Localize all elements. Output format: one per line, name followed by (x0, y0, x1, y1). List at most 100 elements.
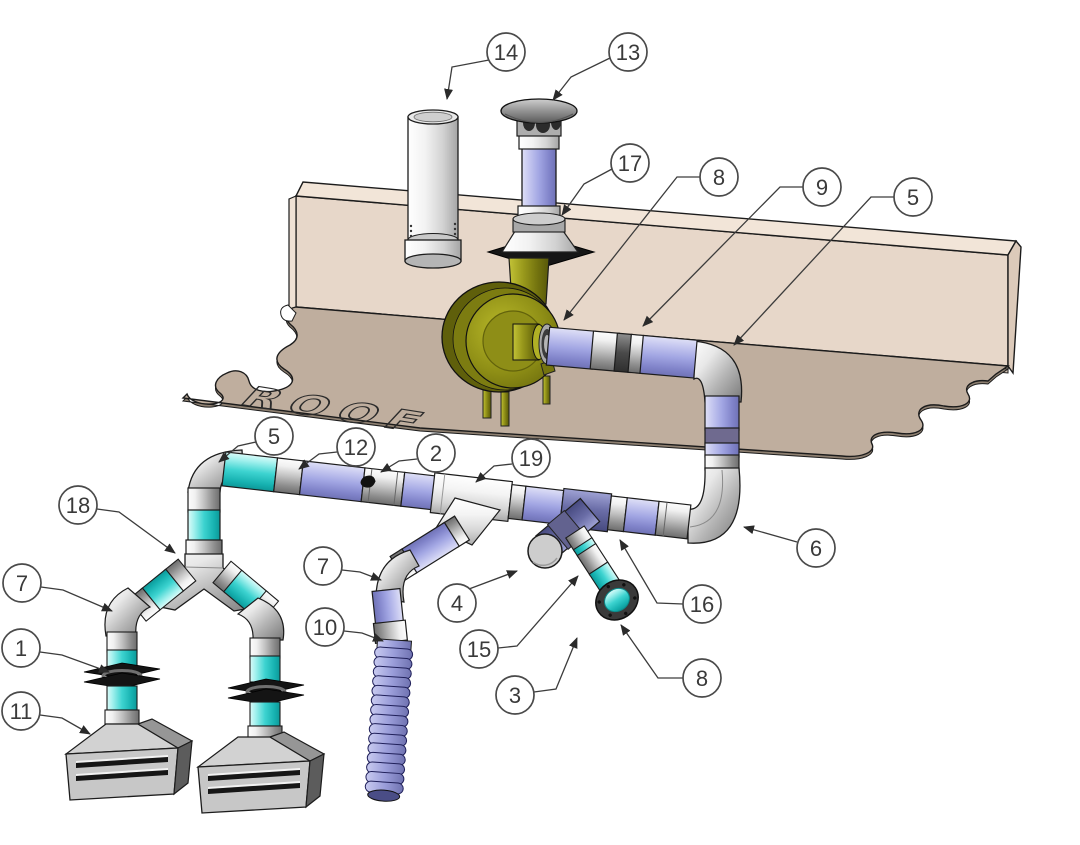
balloon-number: 5 (907, 185, 919, 210)
register-left (64, 718, 194, 801)
balloon-number: 4 (451, 591, 463, 616)
balloon-10: 10 (305, 607, 384, 647)
balloon-15: 15 (459, 575, 579, 669)
roof-plane: ROOF (181, 304, 1011, 460)
vent-pipe (404, 109, 462, 269)
balloon-circle (1, 628, 41, 668)
balloon-circle (608, 32, 648, 72)
leader-line (40, 586, 113, 612)
balloon-number: 10 (313, 615, 337, 640)
takeoff-branch (527, 497, 639, 621)
roof-corner-notch (280, 304, 297, 322)
leader-line (743, 525, 798, 543)
balloon-circle (58, 485, 98, 525)
balloon-1: 1 (1, 628, 110, 673)
balloon-number: 12 (344, 435, 368, 460)
balloon-7: 7 (2, 563, 113, 612)
balloon-5: 5 (218, 416, 294, 463)
balloon-circle (437, 583, 477, 623)
wall-left-fold (288, 195, 297, 314)
balloon-circle (2, 563, 42, 603)
balloon-14: 14 (444, 32, 526, 100)
balloon-17: 17 (561, 143, 650, 216)
register-slot (76, 757, 168, 768)
balloon-circle (486, 32, 526, 72)
balloon-5: 5 (733, 177, 933, 346)
leader-line (497, 575, 579, 649)
balloon-18: 18 (58, 485, 176, 554)
leader-line (298, 451, 338, 470)
damper-handle (360, 475, 376, 488)
flange-1-right (227, 678, 305, 705)
balloon-circle (495, 675, 535, 715)
elbow-lower-right (687, 467, 741, 544)
leader-line (475, 463, 513, 483)
leader-line (620, 624, 683, 679)
leader-line (444, 59, 490, 100)
balloon-circle (682, 658, 722, 698)
leader-line (380, 458, 418, 473)
balloon-number: 15 (467, 637, 491, 662)
balloon-number: 9 (816, 175, 828, 200)
balloon-circle (303, 546, 343, 586)
balloon-circle (610, 143, 650, 183)
blower-leg (542, 375, 551, 405)
balloon-number: 13 (616, 40, 640, 65)
balloon-2: 2 (380, 433, 456, 473)
leader-line (341, 569, 382, 581)
flexible-duct (364, 638, 414, 802)
end-cap-4 (527, 533, 563, 569)
flange-1-left (83, 662, 161, 689)
balloon-circle (682, 584, 722, 624)
balloon-number: 8 (696, 666, 708, 691)
duct-lavender (545, 326, 597, 370)
balloon-12: 12 (298, 427, 376, 470)
wall-end-face (1007, 239, 1022, 376)
duct-coupling-12 (273, 457, 305, 496)
duct-teal (221, 451, 279, 493)
register-slot (76, 770, 168, 781)
balloon-circle (416, 433, 456, 473)
balloon-number: 6 (810, 536, 822, 561)
right-riser-duct (704, 395, 740, 471)
balloon-number: 2 (430, 441, 442, 466)
balloon-circle (796, 528, 836, 568)
balloon-number: 8 (713, 165, 725, 190)
leader-line (552, 57, 611, 101)
leader-line (642, 186, 803, 327)
balloon-number: 17 (618, 151, 642, 176)
balloon-11: 11 (1, 691, 91, 735)
balloon-8: 8 (563, 157, 739, 321)
leader-line (563, 176, 700, 321)
balloon-9: 9 (642, 167, 842, 327)
duct-teal (187, 509, 221, 543)
leader-line (619, 539, 684, 605)
balloon-circle (305, 607, 345, 647)
balloon-8: 8 (620, 624, 722, 698)
roof-penetration-band (704, 427, 740, 445)
leader-line (533, 637, 578, 693)
balloon-number: 19 (519, 446, 543, 471)
leader-line (561, 168, 613, 216)
balloon-number: 1 (15, 636, 27, 661)
balloon-number: 16 (690, 592, 714, 617)
balloon-6: 6 (743, 525, 836, 568)
duct-lavender (622, 497, 660, 536)
balloon-7: 7 (303, 546, 382, 586)
duct-coupling-16 (654, 500, 692, 540)
blower-leg (500, 391, 510, 427)
rivet-dots (409, 222, 457, 238)
duct-lavender (298, 460, 366, 503)
leader-line (218, 441, 257, 463)
balloon-19: 19 (475, 438, 551, 483)
cap-dome (500, 98, 578, 124)
balloon-4: 4 (437, 570, 518, 623)
balloon-circle (459, 629, 499, 669)
register-slot (208, 783, 300, 794)
gasket-flange-8 (595, 579, 639, 621)
balloon-13: 13 (552, 32, 648, 101)
balloon-number: 7 (317, 554, 329, 579)
